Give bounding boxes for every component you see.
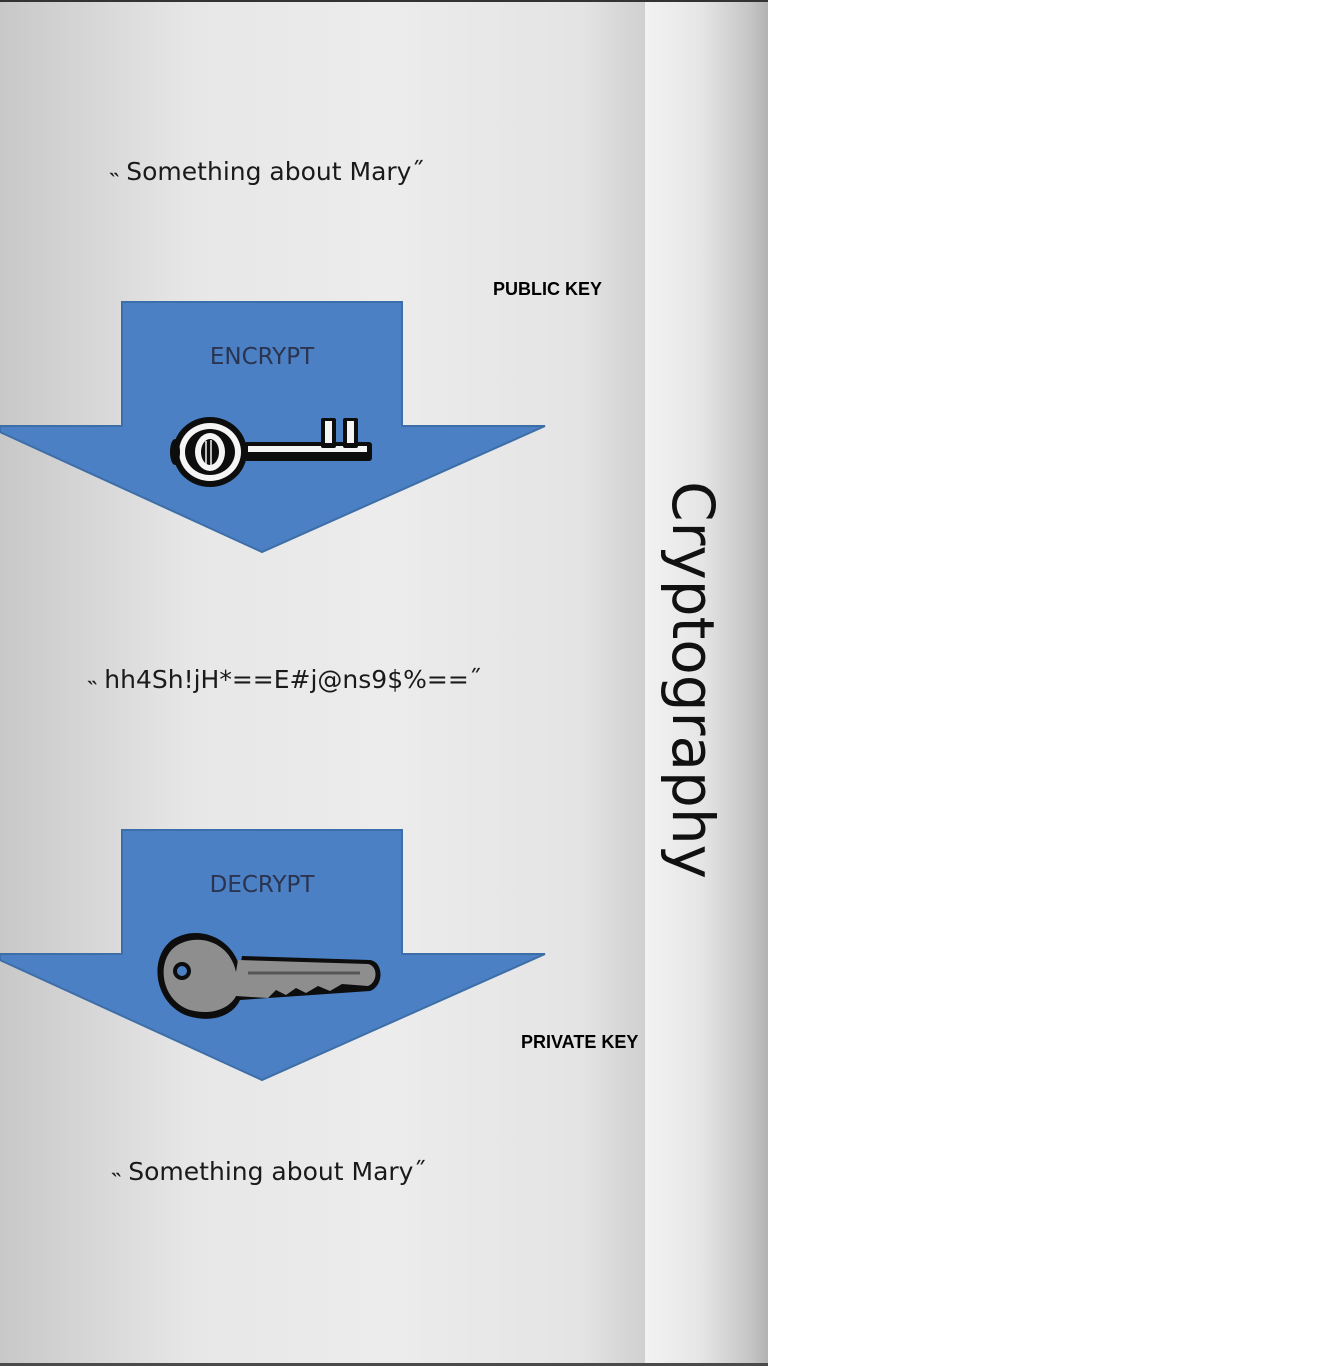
ciphertext: ˵ hh4Sh!jH*==E#j@ns9$%==˝ — [88, 665, 482, 694]
plaintext-top: ˵ Something about Mary˝ — [110, 157, 424, 186]
decrypt-arrow — [0, 829, 546, 1082]
skeleton-key-icon — [170, 417, 372, 487]
encrypt-label: ENCRYPT — [209, 344, 315, 370]
decrypt-arrow-shape — [0, 829, 546, 1082]
decrypt-label: DECRYPT — [209, 872, 315, 898]
title-band — [645, 0, 768, 1366]
slide: ˵ Something about Mary˝ PUBLIC KEY ENCRY… — [0, 0, 768, 1366]
encrypt-arrow — [0, 301, 546, 554]
left-panel — [0, 0, 645, 1366]
private-key-label: PRIVATE KEY — [521, 1032, 639, 1052]
bottom-border — [0, 1363, 768, 1366]
plaintext-bottom: ˵ Something about Mary˝ — [112, 1157, 426, 1186]
house-key-icon — [157, 932, 381, 1019]
public-key-label: PUBLIC KEY — [493, 279, 603, 299]
encrypt-arrow-shape — [0, 301, 546, 554]
top-border — [0, 0, 768, 2]
slide-title: Cryptography — [659, 481, 727, 879]
